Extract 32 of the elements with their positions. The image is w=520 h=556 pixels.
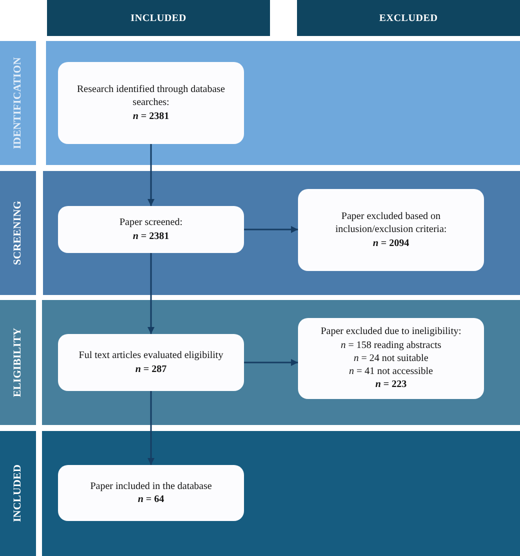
count-text: n = 2381 <box>132 230 170 243</box>
count-text: n = 223 <box>375 378 407 392</box>
process-box <box>58 465 244 521</box>
column-header: INCLUDED <box>47 0 270 36</box>
step-text: Paper screened: <box>119 216 183 230</box>
process-box <box>58 334 244 391</box>
phase-label: SCREENING <box>0 171 36 295</box>
step-text: Paper excluded based on inclusion/exclusion criteria: <box>334 210 448 237</box>
count-text: n = 2094 <box>372 236 410 250</box>
count-text: n = 158 reading abstracts <box>340 338 442 352</box>
step-text: Paper excluded due to ineligibility: <box>320 325 462 339</box>
count-text: n = 287 <box>135 362 167 376</box>
arrow <box>244 226 298 233</box>
step-text: Ful text articles evaluated eligibility <box>78 349 224 362</box>
process-box <box>58 206 244 253</box>
arrow <box>148 144 154 206</box>
phase-label: INCLUDED <box>0 431 36 556</box>
step-text: Paper included in the database <box>90 480 212 493</box>
process-box <box>298 189 484 271</box>
step-text: Research identified through database searches: <box>76 83 226 110</box>
count-text: n = 24 not suitable <box>354 352 428 366</box>
arrow <box>148 253 154 334</box>
count-text: n = 64 <box>138 493 164 506</box>
process-box <box>58 62 244 144</box>
process-box <box>298 318 484 399</box>
count-text: n = 41 not accessible <box>349 365 433 378</box>
arrow <box>244 359 298 366</box>
count-text: n = 2381 <box>132 110 170 123</box>
column-header: EXCLUDED <box>297 0 520 36</box>
phase-label: IDENTIFICATION <box>0 41 36 165</box>
arrow <box>148 391 154 465</box>
phase-label: ELIGIBILITY <box>0 300 36 425</box>
